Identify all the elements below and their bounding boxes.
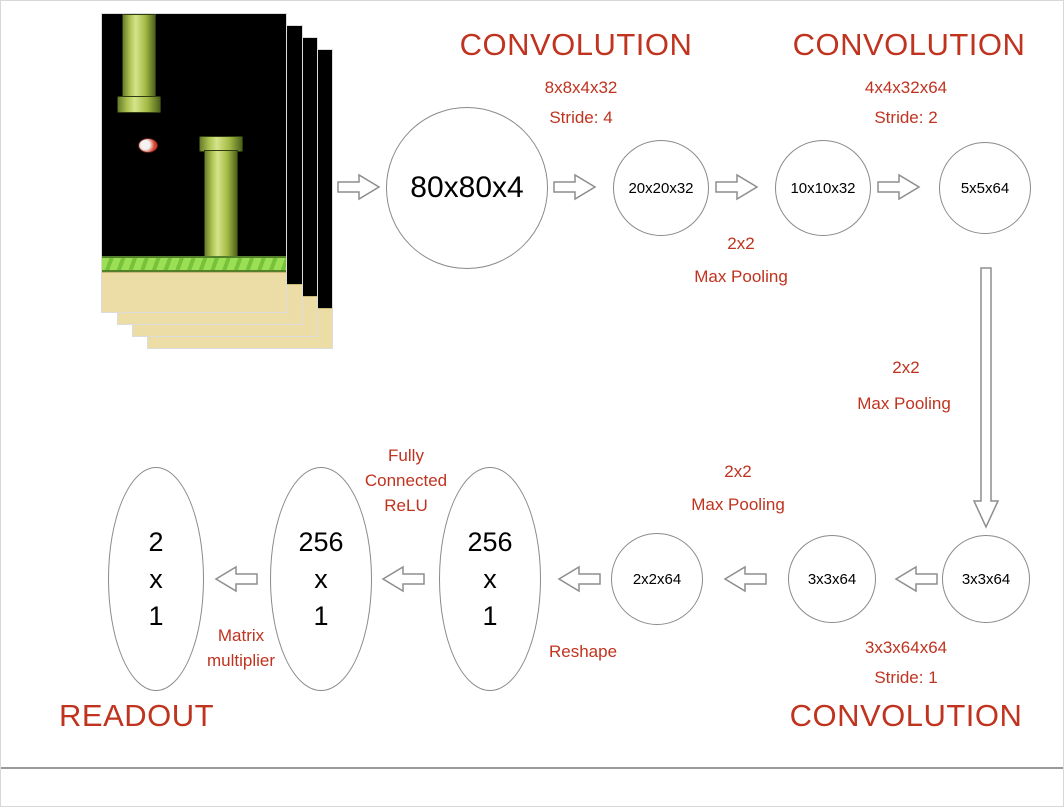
node-readout-2x1: 2 x 1 — [108, 467, 204, 691]
fully-connected-label-line1: Fully — [388, 446, 424, 465]
matrix-multiplier-label: Matrix multiplier — [176, 623, 306, 673]
fc2-line1: 256 — [298, 526, 344, 557]
fully-connected-label-line3: ReLU — [384, 496, 428, 515]
readout-line2: x — [149, 563, 163, 594]
pipe-top-cap-icon — [117, 96, 161, 113]
bird-icon — [138, 138, 158, 153]
conv1-filter-label: 8x8x4x32 — [544, 78, 618, 97]
heading-convolution-3: CONVOLUTION — [789, 698, 1023, 733]
fc2-line3: 1 — [313, 600, 329, 631]
conv1-stride-label: Stride: 4 — [549, 108, 613, 127]
conv3-stride-label: Stride: 1 — [874, 668, 938, 687]
conv2-stride-label: Stride: 2 — [874, 108, 938, 127]
game-frame-front — [101, 13, 287, 313]
conv2-filter-label: 4x4x32x64 — [864, 78, 948, 97]
pool2-name-label: Max Pooling — [857, 394, 951, 413]
node-5x5x64: 5x5x64 — [939, 142, 1031, 234]
fc2-line2: x — [314, 563, 328, 594]
fc1-line1: 256 — [467, 526, 513, 557]
arrow-left-icon — [723, 565, 767, 593]
arrow-left-icon — [894, 565, 938, 593]
readout-line3: 1 — [148, 600, 164, 631]
pool3-size-label: 2x2 — [724, 462, 752, 481]
pool1-size-label: 2x2 — [727, 234, 755, 253]
matrix-multiplier-label-line2: multiplier — [206, 651, 276, 670]
reshape-label: Reshape — [548, 642, 618, 661]
arrow-left-icon — [214, 565, 258, 593]
arrow-right-icon — [715, 173, 759, 201]
matrix-multiplier-label-line1: Matrix — [217, 626, 265, 645]
arrow-right-icon — [553, 173, 597, 201]
pipe-top-icon — [122, 14, 156, 98]
fully-connected-label: Fully Connected ReLU — [336, 443, 476, 518]
heading-convolution-1: CONVOLUTION — [459, 27, 693, 62]
node-3x3x64-b: 3x3x64 — [788, 535, 876, 623]
fc1-line3: 1 — [482, 600, 498, 631]
arrow-right-icon — [337, 173, 381, 201]
pool2-size-label: 2x2 — [892, 358, 920, 377]
node-3x3x64-a: 3x3x64 — [942, 535, 1030, 623]
node-fc2-256x1: 256 x 1 — [270, 467, 372, 691]
arrow-left-icon — [381, 565, 425, 593]
node-10x10x32: 10x10x32 — [775, 140, 871, 236]
ground-dirt — [102, 272, 286, 312]
heading-readout: READOUT — [59, 698, 215, 733]
fc1-line2: x — [483, 563, 497, 594]
node-2x2x64: 2x2x64 — [611, 533, 703, 625]
fully-connected-label-line2: Connected — [364, 471, 448, 490]
arrow-right-icon — [877, 173, 921, 201]
pool1-name-label: Max Pooling — [694, 267, 788, 286]
arrow-left-icon — [557, 565, 601, 593]
pool3-name-label: Max Pooling — [691, 495, 785, 514]
conv3-filter-label: 3x3x64x64 — [864, 638, 948, 657]
pipe-bottom-icon — [204, 150, 238, 258]
ground-grass — [102, 256, 286, 272]
game-frames-image — [101, 13, 341, 358]
heading-convolution-2: CONVOLUTION — [792, 27, 1026, 62]
readout-line1: 2 — [148, 526, 164, 557]
node-input-80x80x4: 80x80x4 — [386, 107, 548, 269]
node-20x20x32: 20x20x32 — [613, 140, 709, 236]
slide-bottom-rule — [1, 767, 1063, 769]
arrow-down-icon — [972, 267, 1000, 529]
node-fc1-256x1: 256 x 1 — [439, 467, 541, 691]
